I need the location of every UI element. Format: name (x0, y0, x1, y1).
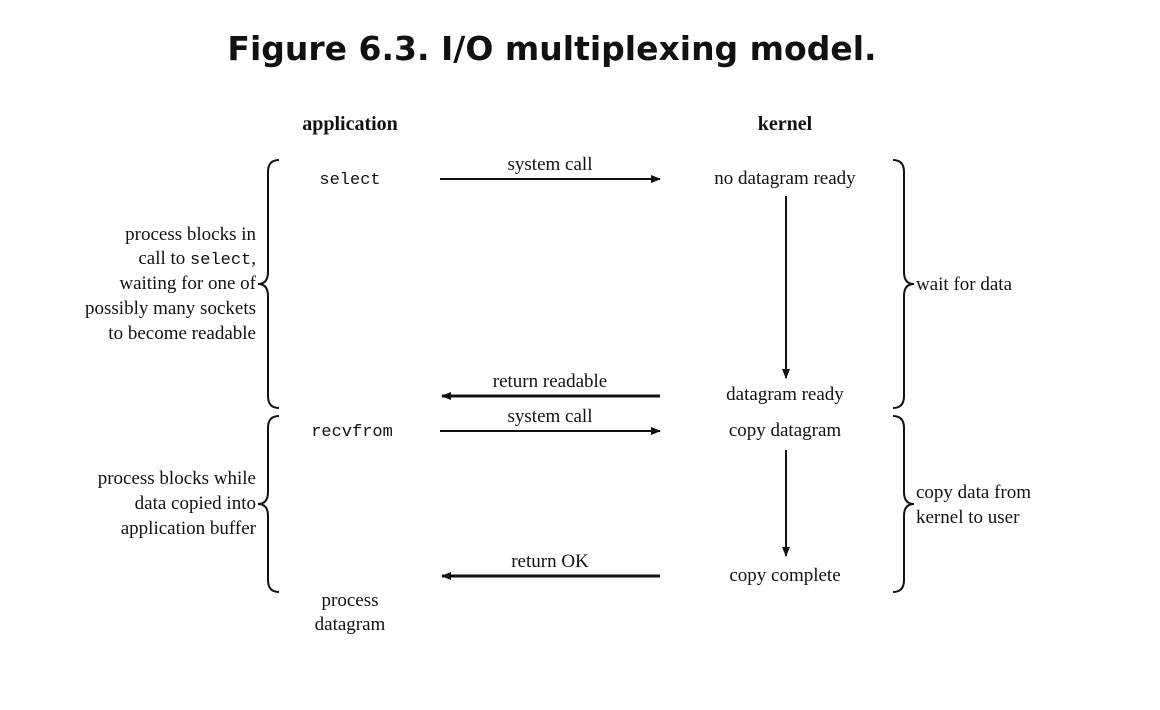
right-brace-wait-for-data (892, 159, 915, 409)
note-wait-for-data: wait for data (916, 274, 1013, 295)
note-copy-data-line2: kernel to user (916, 507, 1020, 528)
note-select-block-line1: process blocks in (125, 224, 256, 245)
kernel-state-datagram-ready: datagram ready (726, 384, 844, 405)
note-select-block-line2: call to select, (138, 248, 256, 270)
label-system-call-2: system call (508, 406, 593, 427)
column-header-application: application (302, 113, 398, 135)
recvfrom-call: recvfrom (311, 423, 393, 442)
label-system-call-1: system call (508, 154, 593, 175)
note-select-block-line2-code: select (190, 251, 251, 270)
left-brace-select-block (257, 159, 280, 409)
note-select-block-line3: waiting for one of (119, 273, 256, 294)
note-copy-block-line1: process blocks while (98, 468, 256, 489)
note-copy-block-line3: application buffer (121, 518, 257, 539)
label-return-readable: return readable (493, 371, 607, 392)
process-datagram-line1: process (322, 590, 379, 611)
right-brace-copy-data (892, 415, 915, 593)
note-select-block-line2-prefix: call to (138, 248, 190, 269)
note-select-block-line5: to become readable (108, 323, 256, 344)
column-header-kernel: kernel (758, 113, 813, 135)
label-return-ok: return OK (511, 551, 589, 572)
note-copy-block-line2: data copied into (135, 493, 256, 514)
kernel-state-copy-complete: copy complete (729, 565, 840, 586)
note-select-block-line4: possibly many sockets (85, 298, 256, 319)
left-brace-copy-block (257, 415, 280, 593)
process-datagram-line2: datagram (315, 614, 386, 635)
kernel-state-copy-datagram: copy datagram (729, 420, 842, 441)
note-select-block-line2-suffix: , (251, 248, 256, 269)
kernel-state-no-datagram-ready: no datagram ready (714, 168, 856, 189)
select-call: select (319, 171, 380, 190)
figure-title: Figure 6.3. I/O multiplexing model. (227, 29, 876, 68)
note-copy-data-line1: copy data from (916, 482, 1031, 503)
